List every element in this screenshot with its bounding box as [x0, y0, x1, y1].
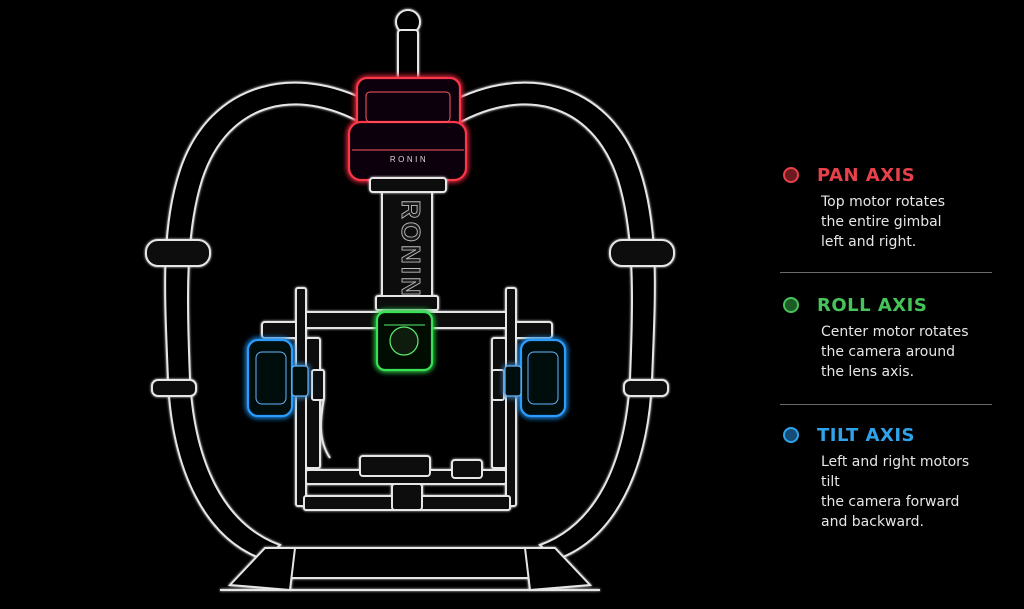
roll-axis-dot-icon [783, 297, 799, 313]
vertical-arm [375, 189, 439, 311]
top-post [395, 9, 421, 83]
roll-axis-description: Center motor rotates the camera around t… [821, 324, 969, 380]
tilt-axis-description: Left and right motors tilt the camera fo… [821, 454, 970, 530]
roll-axis-title: ROLL AXIS [817, 294, 928, 316]
pan-motor-base [369, 177, 447, 193]
arm-brand-text: RONIN [396, 200, 426, 299]
roll-motor [375, 310, 434, 372]
legend-divider [780, 404, 992, 405]
pan-axis-dot-icon [783, 167, 799, 183]
pan-axis-title: PAN AXIS [817, 164, 916, 186]
legend-item-pan-axis: PAN AXIS Top motor rotates the entire gi… [780, 162, 992, 252]
pan-axis-description: Top motor rotates the entire gimbal left… [821, 194, 946, 250]
tilt-axis-dot-icon [783, 427, 799, 443]
gimbal-illustration: RONIN RONIN [145, 9, 675, 592]
tilt-motor-left [246, 338, 309, 418]
pan-motor-brand-text: RONIN [390, 155, 428, 164]
legend-divider [780, 272, 992, 273]
legend-item-roll-axis: ROLL AXIS Center motor rotates the camer… [780, 292, 992, 382]
tilt-axis-title: TILT AXIS [817, 424, 915, 446]
legend-item-tilt-axis: TILT AXIS Left and right motors tilt the… [780, 422, 992, 532]
tilt-motor-right [504, 338, 567, 418]
base-stand [220, 547, 600, 592]
pan-motor [347, 76, 468, 182]
handle-collars [145, 239, 675, 397]
